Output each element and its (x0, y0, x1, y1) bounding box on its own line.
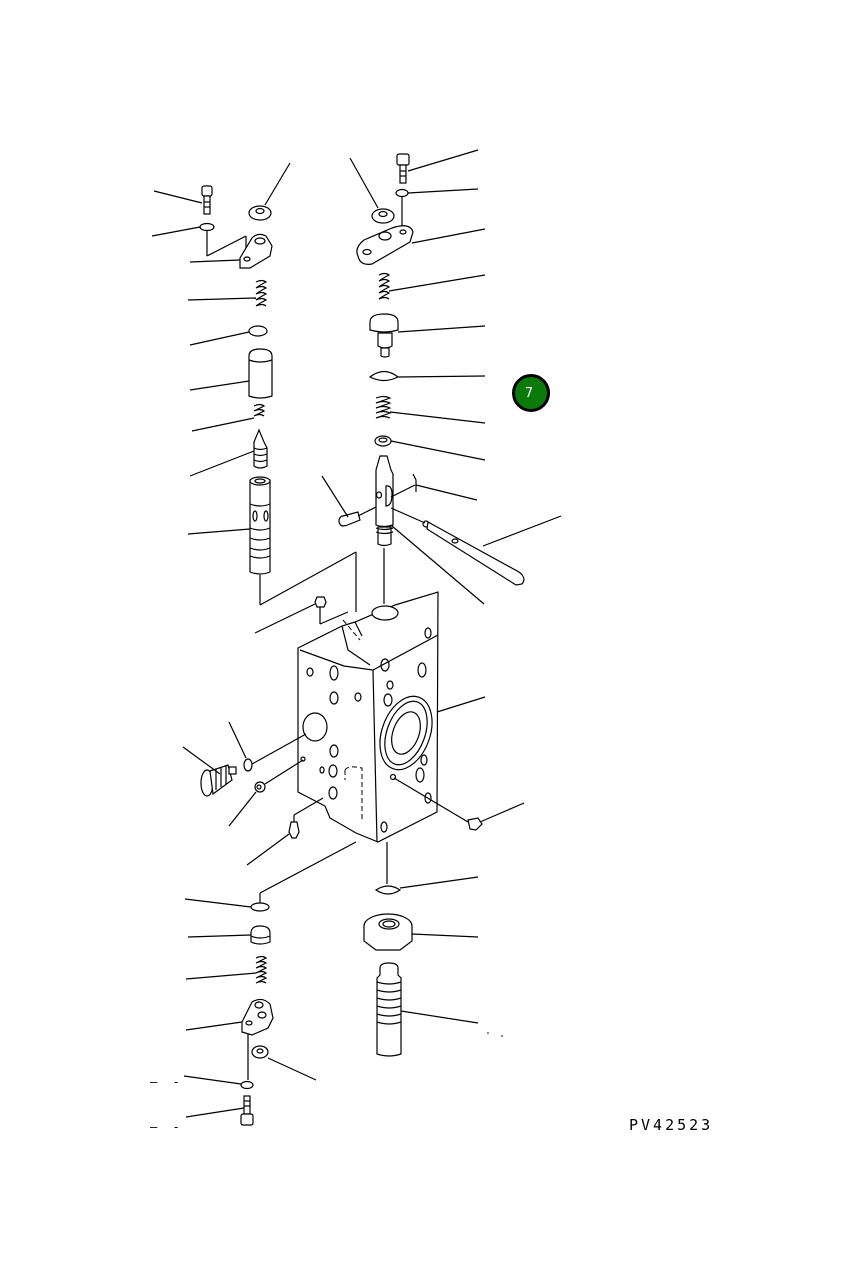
right-lever[interactable] (390, 507, 562, 605)
right-lower-nut[interactable] (363, 913, 479, 951)
dash-mark-lower: – - (150, 1120, 184, 1134)
callout-badge[interactable]: 7 (512, 374, 550, 412)
right-spring-2[interactable] (375, 395, 486, 424)
dash-mark-upper: – - (150, 1075, 184, 1089)
left-lower-cap[interactable] (187, 925, 271, 945)
right-lower-plunger[interactable] (376, 962, 503, 1057)
left-lower-bolt[interactable] (185, 1095, 254, 1126)
left-lower-oring[interactable] (184, 898, 270, 912)
right-seat-ring[interactable] (374, 435, 486, 461)
drawing-code: PV42523 (629, 1116, 714, 1134)
left-oring-side[interactable] (228, 721, 307, 772)
left-upper-bolt[interactable] (153, 185, 213, 215)
left-oring-1[interactable] (189, 325, 268, 346)
left-side-plug[interactable] (182, 746, 237, 797)
left-upper-flange[interactable] (189, 233, 273, 269)
left-spring-1[interactable] (187, 279, 268, 307)
right-cap[interactable] (369, 313, 486, 358)
right-spool[interactable] (375, 455, 394, 604)
left-upper-washer[interactable] (151, 222, 247, 257)
right-upper-bolt[interactable] (396, 149, 479, 184)
right-upper-washer[interactable] (395, 188, 479, 232)
left-lower-flange[interactable] (185, 998, 274, 1080)
left-upper-nut[interactable] (248, 162, 291, 221)
right-clip[interactable] (390, 473, 478, 501)
left-lower-nut[interactable] (251, 1045, 317, 1081)
left-side-nipple[interactable] (228, 759, 304, 827)
callout-badge-label: 7 (524, 385, 534, 401)
left-piston[interactable] (189, 348, 273, 399)
right-spring-1[interactable] (378, 272, 486, 300)
right-lower-oring[interactable] (374, 842, 479, 895)
left-top-plug[interactable] (254, 596, 349, 634)
right-upper-nut[interactable] (349, 157, 395, 224)
right-pin[interactable] (321, 475, 377, 527)
right-side-plug[interactable] (393, 777, 525, 831)
valve-body[interactable] (297, 591, 486, 843)
left-poppet[interactable] (189, 428, 268, 477)
left-lower-washer[interactable] (183, 1075, 254, 1090)
right-upper-flange[interactable] (356, 225, 486, 265)
left-spool[interactable] (187, 476, 357, 612)
left-lower-spring[interactable] (185, 955, 268, 984)
left-bleed-plug[interactable] (246, 797, 357, 903)
left-spring-2[interactable] (191, 403, 266, 432)
right-oring-1[interactable] (368, 370, 486, 382)
